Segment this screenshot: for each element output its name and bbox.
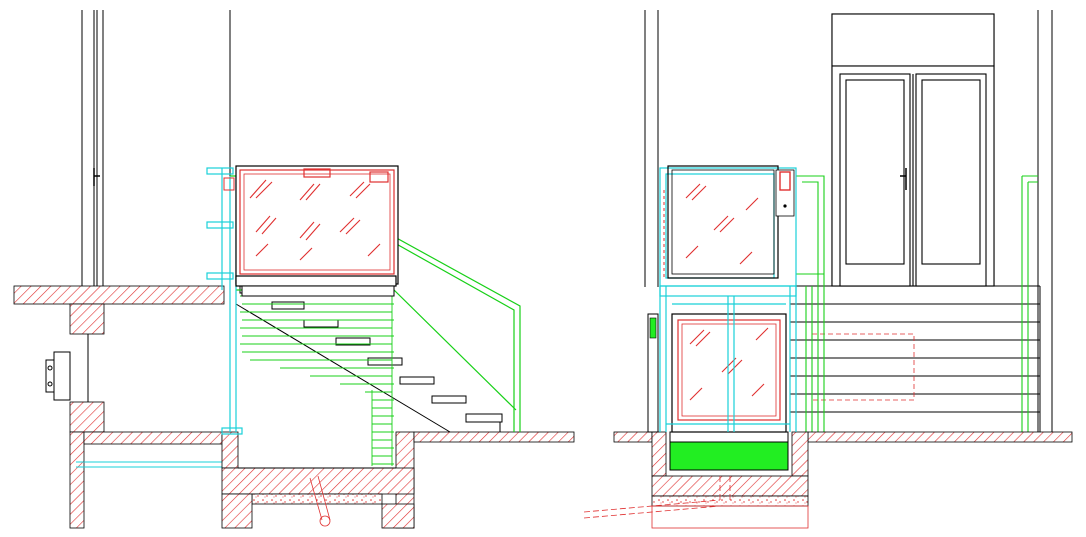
elevation-drain	[583, 476, 731, 519]
elevation-footing	[651, 505, 809, 529]
platform-base	[235, 275, 397, 287]
control-panel-icon	[779, 171, 791, 191]
wall-lamp-icon	[45, 334, 89, 402]
cabin-glass	[239, 169, 395, 275]
elevation-ground-right	[807, 431, 1073, 443]
elevation-pit-right-wall	[791, 431, 809, 477]
pit-drain	[309, 475, 331, 521]
call-station-panel	[649, 317, 657, 339]
stair-steps	[239, 285, 503, 432]
entrance-steps	[790, 285, 1041, 432]
foundation-wall-lower	[69, 401, 105, 433]
emergency-button	[783, 204, 787, 208]
basement-wall	[69, 431, 85, 529]
lower-cabin-glass	[677, 319, 781, 421]
facade-lines	[644, 10, 1053, 432]
elevation-view	[583, 10, 1073, 529]
drain-pipe	[76, 461, 232, 468]
lift-base-top	[669, 431, 789, 443]
ground-slab-right	[413, 431, 575, 443]
cabin-handle	[369, 171, 389, 183]
elevation-lift-frame	[659, 167, 797, 432]
upper-cabin	[667, 165, 779, 279]
lift-cabin	[235, 165, 399, 285]
foundation-wall	[69, 303, 105, 335]
pit-left-wall	[221, 431, 239, 469]
lower-cabin-glass-inner	[681, 323, 777, 417]
elevation-pit-left-wall	[651, 431, 667, 477]
door-handle-icon	[900, 168, 907, 190]
upper-cabin-glass	[671, 169, 775, 275]
upper-control-panel	[775, 169, 795, 217]
control-panel-icon	[303, 168, 331, 178]
pit-base	[221, 467, 415, 495]
lower-glass-reflection-marks	[689, 327, 769, 401]
door-handle-icon	[93, 168, 100, 186]
upper-glass-reflection-marks	[685, 183, 759, 265]
drain-outlet	[319, 515, 331, 527]
double-door	[831, 13, 995, 287]
cabin-glass-inner	[243, 173, 391, 271]
lift-base-bellows	[669, 441, 789, 471]
frame-detail-red	[223, 177, 235, 191]
footing-right	[381, 503, 415, 529]
door-frame-lines	[81, 10, 231, 287]
footing-left	[221, 493, 253, 529]
floor-slab	[13, 285, 225, 305]
call-station	[647, 313, 659, 433]
glass-reflection-marks	[249, 179, 381, 261]
hidden-recess	[811, 333, 915, 401]
platform-plate	[241, 285, 395, 297]
ground-slab-left	[83, 431, 223, 445]
elevation-handrails	[796, 175, 1038, 432]
elevation-ground-left	[613, 431, 653, 443]
section-view	[13, 10, 575, 529]
